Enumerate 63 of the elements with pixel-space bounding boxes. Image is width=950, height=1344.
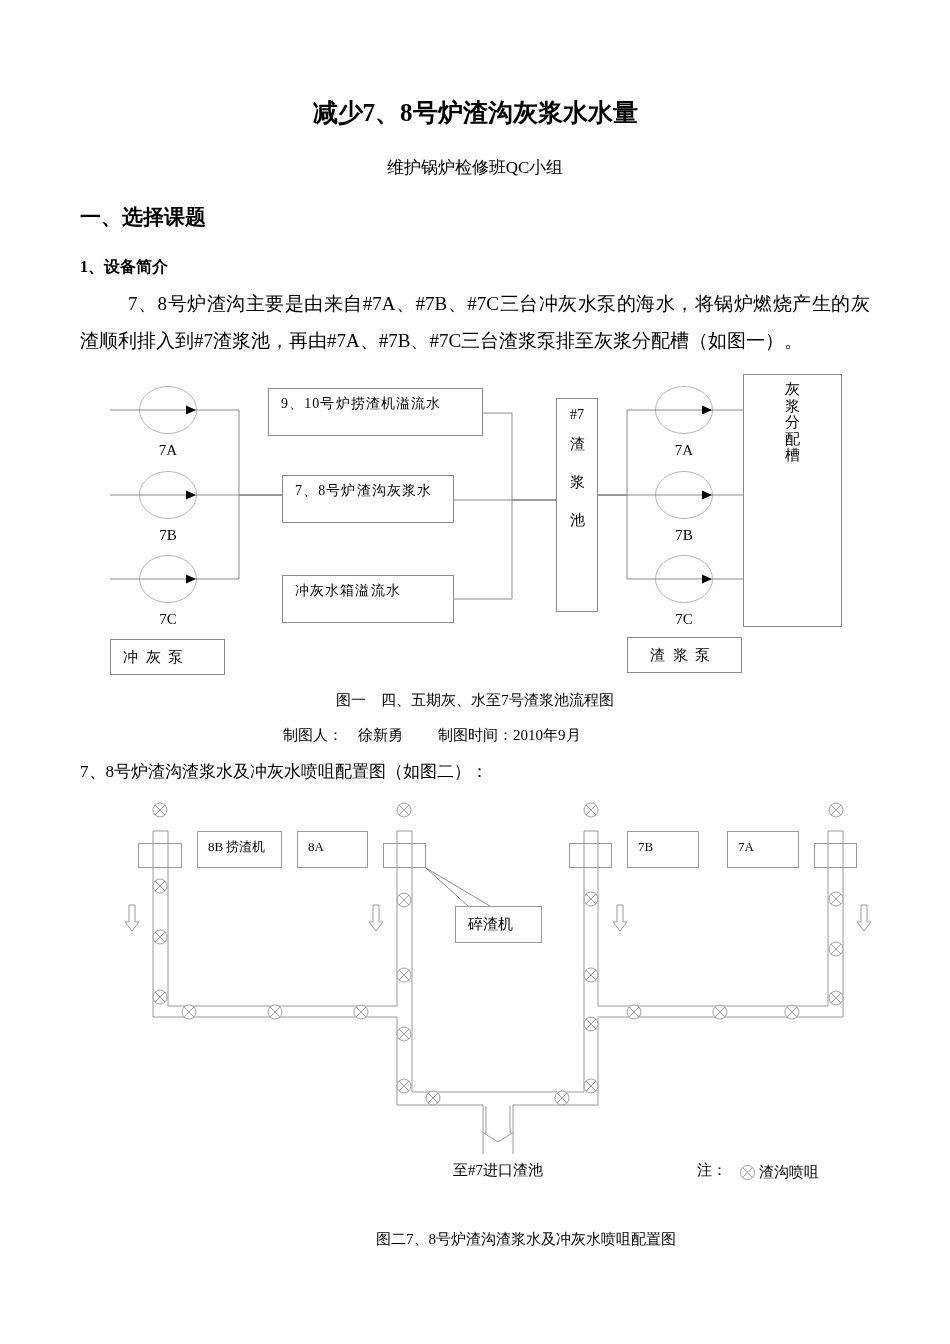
label-box [268,388,483,436]
pump-symbol [655,386,713,434]
flow-line [109,578,140,580]
crusher-box [138,843,182,868]
flow-line [712,578,744,580]
pump-symbol [139,386,197,434]
figure-caption: 图一 四、五期灰、水至7号渣浆池流程图 [336,691,614,710]
pump-label: 7A [158,441,178,459]
document-title: 减少7、8号炉渣沟灰浆水水量 [312,98,638,128]
pump-label: 7B [675,526,693,544]
pump-symbol [655,471,713,519]
pump-symbol [139,471,197,519]
figure-intro: 7、8号炉渣沟渣浆水及冲灰水喷咀配置图（如图二）： [80,761,488,783]
section-heading: 一、选择课题 [80,204,206,230]
callout-box [455,906,542,943]
machine-label: 8B 捞渣机 [208,838,266,856]
box-label: 7、8号炉渣沟灰浆水 [295,482,433,500]
note-label: 注： [697,1161,727,1180]
machine-label: 7A [738,838,754,856]
crusher-box [814,843,857,868]
flow-line [712,494,744,496]
legend-label: 渣沟喷咀 [759,1163,819,1182]
machine-box [627,831,699,868]
label-box [282,475,454,523]
machine-label: 7B [638,838,654,856]
pump-label: 7B [159,526,177,544]
machine-box [197,831,282,868]
callout-label: 碎渣机 [468,915,513,934]
flow-line [597,494,656,580]
flow-line [196,494,283,580]
subtitle: 维护锅炉检修班QC小组 [386,157,564,179]
crusher-box [569,843,612,868]
flow-line [453,499,557,600]
pump-label: 7C [159,610,177,628]
trough-label: 灰浆分配槽 [785,381,800,464]
box-label: 冲灰水箱溢流水 [295,582,401,600]
pool-number: #7 [570,406,584,424]
machine-box [727,831,799,868]
body-paragraph: 7、8号炉渣沟主要是由来自#7A、#7B、#7C三台冲灰水泵的海水，将锅炉燃烧产生的灰渣顺利排入到#7渣浆池，再由#7A、#7B、#7C三台渣浆泵排至灰浆分配槽（如图一）。 [80,292,870,353]
label-box [282,575,454,623]
trough-box [743,374,842,627]
crusher-box [383,843,426,868]
box-label: 9、10号炉捞渣机溢流水 [281,395,442,413]
machine-box [297,831,368,868]
pump-symbol [139,555,197,603]
figure-caption: 图二7、8号炉渣沟渣浆水及冲灰水喷咀配置图 [376,1230,676,1249]
group-label: 冲灰泵 [123,648,191,667]
group-label-box [110,639,225,675]
flow-line [712,409,744,411]
author-note: 制图人： 徐新勇 [283,726,403,745]
subsection-heading: 1、设备简介 [80,257,168,277]
date-note: 制图时间：2010年9月 [438,726,581,745]
pool-box [556,398,598,612]
flow-line [109,409,140,411]
outlet-label: 至#7进口渣池 [453,1161,543,1180]
pump-symbol [655,555,713,603]
machine-label: 8A [308,838,324,856]
group-label-box [627,637,742,673]
pump-label: 7C [675,610,693,628]
pump-label: 7A [674,441,694,459]
pool-label: 渣浆池 [569,435,585,530]
group-label: 渣浆泵 [650,646,718,665]
flow-line [109,494,140,496]
